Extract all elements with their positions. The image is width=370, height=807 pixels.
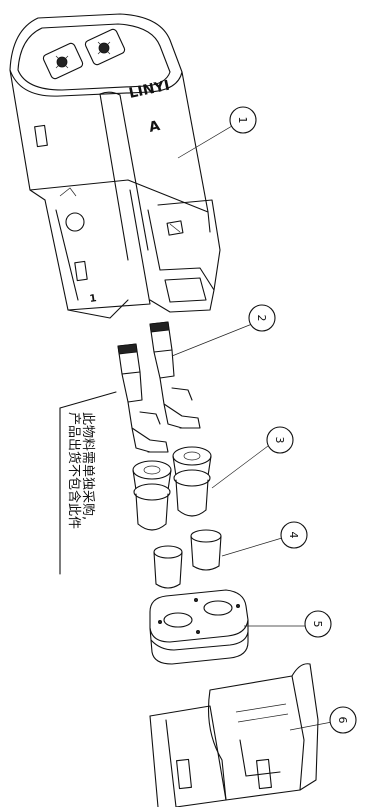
housing-brand-label: LINYI (128, 78, 172, 102)
callout-2: 2 (171, 304, 276, 357)
note-line-1: 此物料需单独采购, (80, 412, 96, 520)
part-2-terminals (117, 321, 201, 453)
callout-6: 6 (289, 706, 357, 734)
callout-4-label: 4 (287, 532, 300, 539)
part-5-gasket (149, 589, 249, 665)
callout-5-label: 5 (311, 621, 324, 628)
callout-3: 3 (211, 426, 294, 489)
procurement-note: 此物料需单独采购, 产品出货不包含此件 (59, 391, 117, 575)
callout-1: 1 (177, 106, 257, 159)
callout-4: 4 (221, 521, 308, 557)
part-6-cover (149, 663, 319, 807)
callout-2-label: 2 (255, 315, 268, 322)
housing-pin-mark: 1 (89, 293, 97, 305)
callout-5: 5 (244, 610, 332, 638)
callout-3-label: 3 (273, 437, 286, 444)
part-1-housing: LINYI A 1 (9, 13, 221, 319)
housing-variant-label: A (148, 118, 162, 136)
note-line-2: 产品出货不包含此件 (66, 412, 82, 529)
part-4-sleeves (153, 529, 222, 589)
callout-1-label: 1 (236, 117, 249, 124)
callout-6-label: 6 (336, 717, 349, 724)
part-3-wire-seals (132, 446, 212, 531)
